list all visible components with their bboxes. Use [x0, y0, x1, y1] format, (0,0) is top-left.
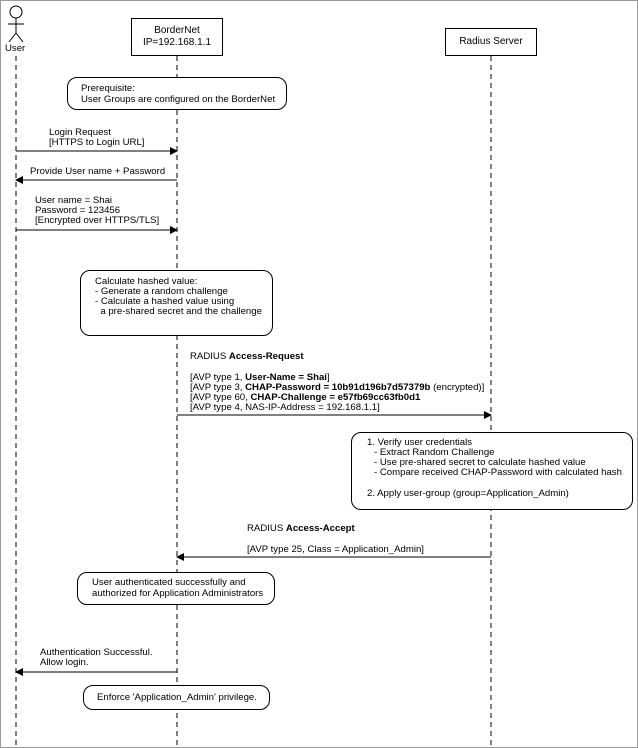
msg-credentials-line-1: User name = Shai: [35, 195, 113, 206]
note-hash-line-4: a pre-shared secret and the challenge: [95, 306, 262, 317]
msg-login-request-line-2: [HTTPS to Login URL]: [49, 137, 145, 148]
note-authorized-line-1: User authenticated successfully and: [92, 577, 246, 588]
bordernet-ip: IP=192.168.1.1: [142, 37, 212, 48]
msg-access-accept-avp25: [AVP type 25, Class = Application_Admin]: [247, 544, 424, 555]
note-prerequisite-line-1: Prerequisite:: [81, 83, 135, 94]
radius-label: Radius Server: [459, 36, 523, 47]
note-verify: 1. Verify user credentials - Extract Ran…: [351, 432, 633, 510]
note-verify-line-4: - Compare received CHAP-Password with ca…: [374, 467, 622, 478]
note-verify-line-3: - Use pre-shared secret to calculate has…: [374, 457, 586, 468]
user-actor-icon: [8, 5, 24, 43]
note-verify-line-2: - Extract Random Challenge: [374, 447, 495, 458]
msg-access-accept-title: RADIUS Access-Accept: [247, 523, 355, 534]
msg-credentials-line-3: [Encrypted over HTTPS/TLS]: [35, 215, 160, 226]
note-hash-line-1: Calculate hashed value:: [95, 276, 198, 287]
note-enforce: Enforce 'Application_Admin' privilege.: [83, 685, 270, 710]
msg-auth-success-line-2: Allow login.: [40, 657, 89, 668]
msg-provide-credentials: Provide User name + Password: [30, 166, 166, 177]
msg-access-request-title: RADIUS Access-Request: [190, 351, 304, 362]
msg-access-request-avp1: [AVP type 1, User-Name = Shai]: [190, 372, 330, 383]
note-prerequisite-line-2: User Groups are configured on the Border…: [81, 94, 276, 105]
note-enforce-text: Enforce 'Application_Admin' privilege.: [97, 692, 257, 703]
bordernet-name: BorderNet: [154, 25, 200, 36]
msg-credentials-line-2: Password = 123456: [35, 205, 121, 216]
msg-access-request-avp60: [AVP type 60, CHAP-Challenge = e57fb69cc…: [190, 392, 421, 403]
note-authorized: User authenticated successfully and auth…: [77, 572, 275, 605]
note-hash-line-3: - Calculate a hashed value using: [95, 296, 235, 307]
note-authorized-line-2: authorized for Application Administrator…: [92, 588, 264, 599]
msg-access-request-avp4: [AVP type 4, NAS-IP-Address = 192.168.1.…: [190, 402, 380, 413]
user-label: User: [5, 43, 26, 54]
msg-auth-success-line-1: Authentication Successful.: [40, 647, 153, 658]
msg-access-request-avp3: [AVP type 3, CHAP-Password = 10b91d196b7…: [190, 382, 485, 393]
bordernet-participant: BorderNet IP=192.168.1.1: [131, 18, 223, 56]
msg-login-request-line-1: Login Request: [49, 127, 111, 138]
radius-participant: Radius Server: [445, 28, 537, 56]
note-hash-line-2: - Generate a random challenge: [95, 286, 228, 297]
note-verify-line-1: 1. Verify user credentials: [367, 437, 473, 448]
note-verify-line-5: 2. Apply user-group (group=Application_A…: [367, 488, 569, 499]
note-prerequisite: Prerequisite: User Groups are configured…: [67, 77, 287, 110]
note-hash: Calculate hashed value: - Generate a ran…: [80, 270, 273, 336]
